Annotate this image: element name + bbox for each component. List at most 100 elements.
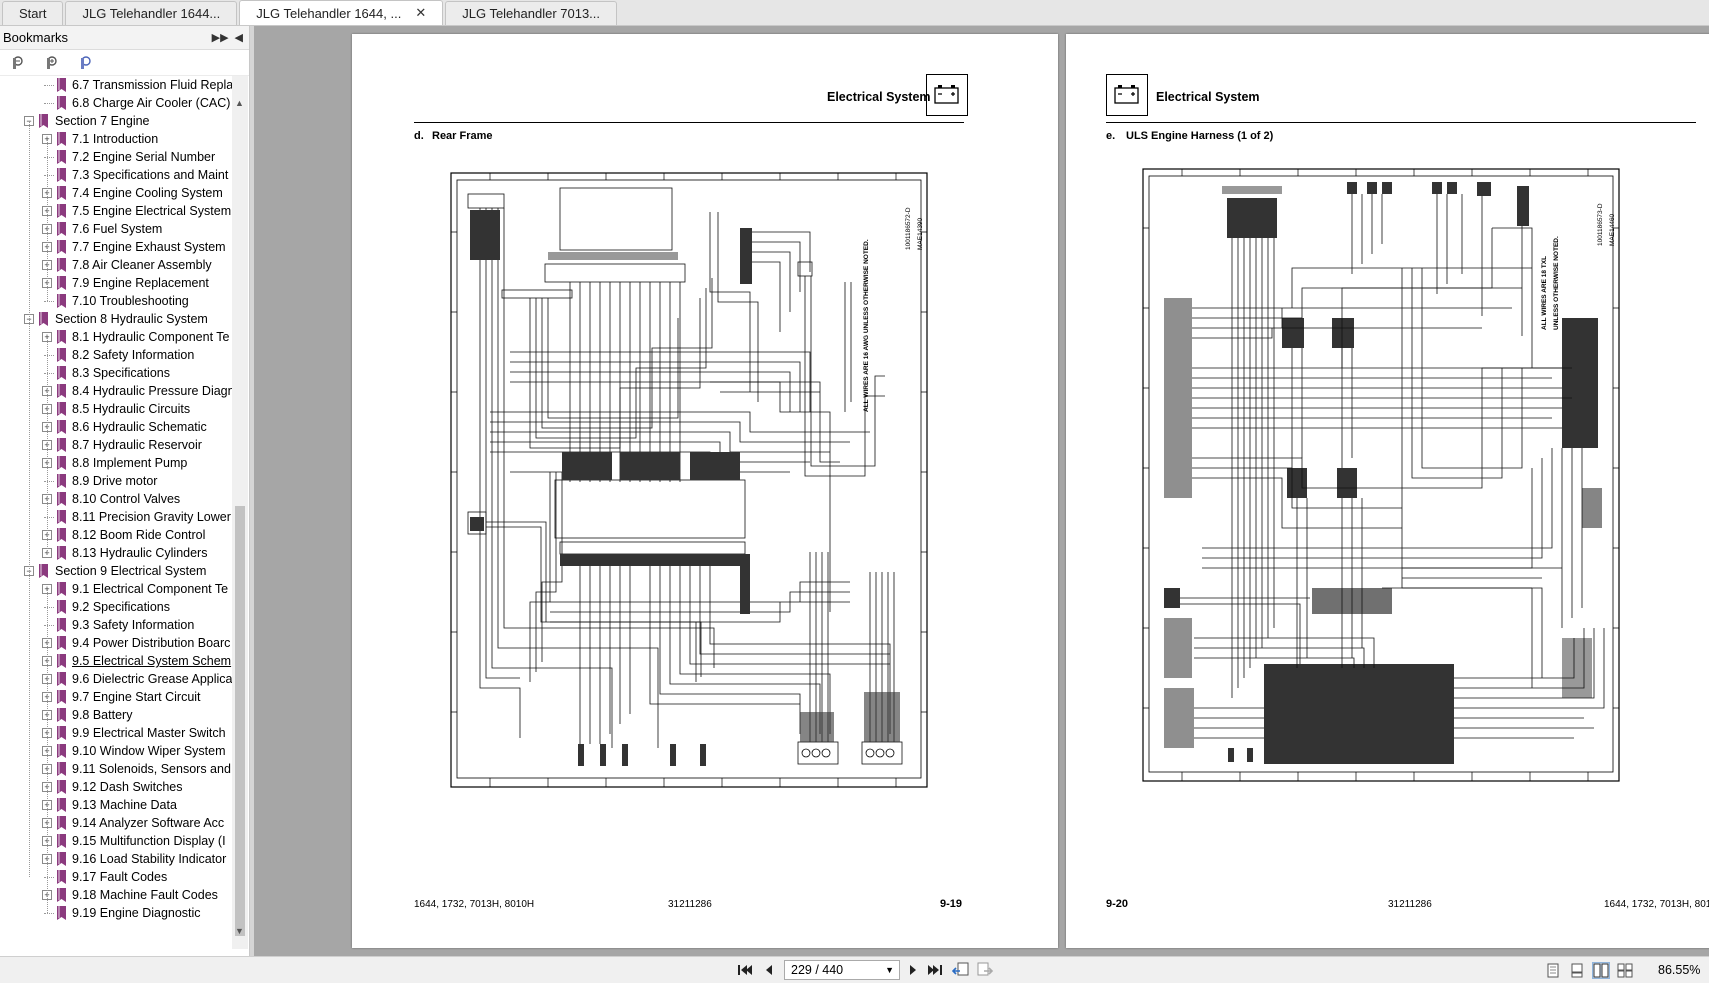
zoom-level[interactable]: 86.55%: [1658, 963, 1701, 977]
scroll-down-icon[interactable]: ▼: [235, 926, 244, 936]
next-view-button[interactable]: [976, 962, 994, 978]
continuous-view-button[interactable]: [1568, 962, 1586, 979]
bookmark-item[interactable]: +9.5 Electrical System Schem: [0, 652, 232, 670]
bookmark-item[interactable]: +7.8 Air Cleaner Assembly: [0, 256, 232, 274]
bookmark-item[interactable]: +9.18 Machine Fault Codes: [0, 886, 232, 904]
bookmark-item[interactable]: +7.7 Engine Exhaust System: [0, 238, 232, 256]
bookmark-section[interactable]: −Section 8 Hydraulic System: [0, 310, 232, 328]
bookmark-item[interactable]: +7.6 Fuel System: [0, 220, 232, 238]
bookmark-item[interactable]: +9.6 Dielectric Grease Applica: [0, 670, 232, 688]
bookmark-item[interactable]: +9.12 Dash Switches: [0, 778, 232, 796]
bookmark-label: 9.10 Window Wiper System: [72, 744, 226, 758]
bookmark-item[interactable]: +9.13 Machine Data: [0, 796, 232, 814]
collapse-bookmarks-icon[interactable]: [44, 55, 60, 71]
tab-document-3[interactable]: JLG Telehandler 7013...: [445, 1, 618, 25]
drawing-id-text: 1001186573-D MAE14460: [1597, 203, 1616, 246]
bookmark-item[interactable]: 8.9 Drive motor: [0, 472, 232, 490]
tab-start[interactable]: Start: [2, 1, 64, 25]
first-page-icon: [738, 965, 752, 975]
bookmark-icon: [57, 780, 66, 794]
bookmark-label: 7.6 Fuel System: [72, 222, 163, 236]
previous-page-button[interactable]: [760, 962, 778, 978]
bookmarks-title: Bookmarks: [3, 30, 69, 45]
next-page-button[interactable]: [904, 962, 922, 978]
bookmark-item[interactable]: +8.10 Control Valves: [0, 490, 232, 508]
single-page-view-button[interactable]: [1544, 962, 1562, 979]
bookmark-item[interactable]: +9.4 Power Distribution Boarc: [0, 634, 232, 652]
bookmark-icon: [57, 870, 66, 884]
bookmark-icon: [57, 294, 66, 308]
last-page-button[interactable]: [926, 962, 944, 978]
next-view-icon: [977, 962, 994, 976]
bookmark-item[interactable]: 6.8 Charge Air Cooler (CAC): [0, 94, 232, 112]
bookmark-section[interactable]: −Section 7 Engine: [0, 112, 232, 130]
tab-label: JLG Telehandler 7013...: [462, 6, 601, 21]
collapse-panel-icon[interactable]: ◀: [234, 32, 243, 44]
page-number-input[interactable]: 229 / 440 ▼: [784, 960, 900, 980]
bookmark-item[interactable]: 7.3 Specifications and Maint: [0, 166, 232, 184]
bookmark-label: 9.18 Machine Fault Codes: [72, 888, 218, 902]
bookmark-item[interactable]: +8.8 Implement Pump: [0, 454, 232, 472]
chevron-down-icon[interactable]: ▼: [885, 965, 894, 975]
bookmarks-vertical-scrollbar[interactable]: ▲ ▼: [232, 76, 248, 949]
bookmark-item[interactable]: 6.7 Transmission Fluid Replac: [0, 76, 232, 94]
bookmark-icon: [57, 744, 66, 758]
bookmark-item[interactable]: +9.14 Analyzer Software Acc: [0, 814, 232, 832]
bookmark-item[interactable]: +8.6 Hydraulic Schematic: [0, 418, 232, 436]
first-page-button[interactable]: [736, 962, 754, 978]
bookmark-icon: [57, 546, 66, 560]
bookmark-item[interactable]: +9.7 Engine Start Circuit: [0, 688, 232, 706]
find-bookmark-icon[interactable]: [78, 55, 94, 71]
bookmark-item[interactable]: 9.2 Specifications: [0, 598, 232, 616]
bookmark-item[interactable]: +9.10 Window Wiper System: [0, 742, 232, 760]
close-tab-icon[interactable]: ✕: [415, 5, 427, 20]
bookmark-item[interactable]: 7.10 Troubleshooting: [0, 292, 232, 310]
document-view[interactable]: Electrical System d. Rear Frame: [254, 26, 1709, 956]
bookmark-item[interactable]: +8.12 Boom Ride Control: [0, 526, 232, 544]
bookmark-item[interactable]: +8.13 Hydraulic Cylinders: [0, 544, 232, 562]
bookmark-item[interactable]: +8.5 Hydraulic Circuits: [0, 400, 232, 418]
bookmark-item[interactable]: +9.8 Battery: [0, 706, 232, 724]
bookmark-item[interactable]: +7.4 Engine Cooling System: [0, 184, 232, 202]
expand-bookmarks-icon[interactable]: [10, 55, 26, 71]
bookmark-item[interactable]: +9.15 Multifunction Display (I: [0, 832, 232, 850]
bookmark-icon: [57, 888, 66, 902]
continuous-facing-view-button[interactable]: [1616, 962, 1634, 979]
previous-view-button[interactable]: [952, 962, 970, 978]
scroll-up-icon[interactable]: ▲: [235, 98, 244, 108]
bookmark-item[interactable]: +9.16 Load Stability Indicator: [0, 850, 232, 868]
bookmark-item[interactable]: +8.1 Hydraulic Component Te: [0, 328, 232, 346]
bookmark-icon: [57, 168, 66, 182]
bookmark-item[interactable]: +9.9 Electrical Master Switch: [0, 724, 232, 742]
bookmark-label: 9.14 Analyzer Software Acc: [72, 816, 225, 830]
bookmark-section[interactable]: −Section 9 Electrical System: [0, 562, 232, 580]
bookmark-label: 9.1 Electrical Component Te: [72, 582, 229, 596]
panel-options-icon[interactable]: ▶▶: [211, 32, 229, 44]
bookmark-item[interactable]: 9.17 Fault Codes: [0, 868, 232, 886]
bookmark-item[interactable]: 7.2 Engine Serial Number: [0, 148, 232, 166]
tab-document-1[interactable]: JLG Telehandler 1644...: [65, 1, 238, 25]
bookmark-item[interactable]: +9.11 Solenoids, Sensors and: [0, 760, 232, 778]
bookmark-item[interactable]: 9.19 Engine Diagnostic: [0, 904, 232, 922]
bookmark-item[interactable]: +8.4 Hydraulic Pressure Diagn: [0, 382, 232, 400]
bookmark-item[interactable]: 8.3 Specifications: [0, 364, 232, 382]
bookmark-icon: [57, 366, 66, 380]
bookmark-label: 9.16 Load Stability Indicator: [72, 852, 227, 866]
facing-pages-view-button[interactable]: [1592, 962, 1610, 979]
bookmark-item[interactable]: 8.11 Precision Gravity Lower: [0, 508, 232, 526]
bookmark-item[interactable]: 8.2 Safety Information: [0, 346, 232, 364]
panel-splitter[interactable]: [250, 26, 254, 956]
tab-document-2[interactable]: JLG Telehandler 1644, ...✕: [239, 0, 444, 25]
bookmark-item[interactable]: +9.1 Electrical Component Te: [0, 580, 232, 598]
bookmark-item[interactable]: 9.3 Safety Information: [0, 616, 232, 634]
bookmark-icon: [57, 600, 66, 614]
bookmark-item[interactable]: +7.5 Engine Electrical System: [0, 202, 232, 220]
bookmark-icon: [57, 906, 66, 920]
bookmark-item[interactable]: +8.7 Hydraulic Reservoir: [0, 436, 232, 454]
rear-frame-wiring-schematic: [450, 172, 928, 788]
bookmark-item[interactable]: +7.9 Engine Replacement: [0, 274, 232, 292]
scrollbar-thumb[interactable]: [235, 506, 245, 936]
bookmark-item[interactable]: +7.1 Introduction: [0, 130, 232, 148]
tree-connector: [44, 913, 54, 914]
tree-connector: [44, 301, 54, 302]
